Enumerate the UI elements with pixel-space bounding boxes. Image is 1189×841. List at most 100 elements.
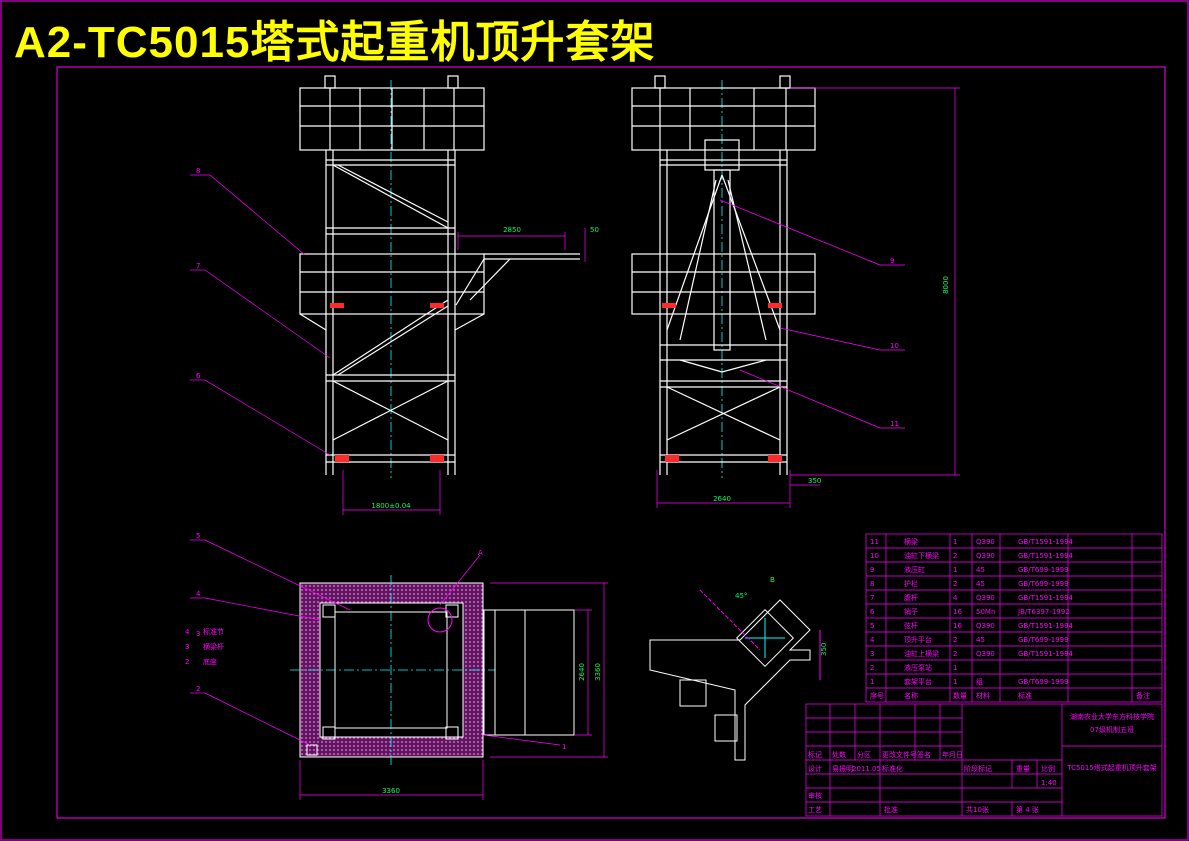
bom-header-cell: 材料 xyxy=(976,691,990,700)
bom-cell: 2 xyxy=(953,650,957,658)
side-view xyxy=(631,75,816,478)
detail-angle: 45° xyxy=(735,592,747,600)
legend-num-a: 4 xyxy=(185,628,190,636)
callout-front-6: 6 xyxy=(196,372,201,380)
bom-cell: GB/T699-1999 xyxy=(1018,580,1069,588)
legend-text-c: 底座 xyxy=(203,657,217,666)
drawing-title: A2-TC5015塔式起重机顶升套架 xyxy=(14,18,656,67)
bom-cell: 液压缸 xyxy=(904,565,925,574)
tb-scale: 1:40 xyxy=(1041,779,1057,787)
tb-date: 2011.05 xyxy=(852,765,881,773)
tb-label-file: 更改文件号 xyxy=(882,750,917,759)
bom-cell: 1 xyxy=(953,664,957,672)
bom-cell: 45 xyxy=(976,566,985,574)
bom-cell: 10 xyxy=(870,552,879,560)
callout-front-7: 7 xyxy=(196,262,200,270)
bom-cell: 3 xyxy=(870,650,874,658)
dim-plan-depth: 3360 xyxy=(594,663,602,681)
bom-cell: 1 xyxy=(953,566,957,574)
callout-plan-3: 3 xyxy=(196,630,200,638)
inner-border xyxy=(56,66,1166,819)
tb-label-count: 处数 xyxy=(832,750,846,759)
bom-cell: 2 xyxy=(953,552,957,560)
title-block-text: 湖南农业大学东方科技学院 07级机制五班 TC5015塔式起重机顶升套架 标记 … xyxy=(808,712,1157,814)
bom-cell: 组 xyxy=(976,677,983,686)
bom-cell: 9 xyxy=(870,566,874,574)
legend-text-b: 横梁杆 xyxy=(203,642,224,651)
bom-cell: 2 xyxy=(953,580,957,588)
bom-cell: Q390 xyxy=(976,538,995,546)
side-leaders xyxy=(719,199,905,429)
bom-cell: 销子 xyxy=(904,607,918,616)
callout-side-9: 9 xyxy=(890,257,894,265)
side-dimensions xyxy=(656,87,960,508)
callout-plan-1: 1 xyxy=(562,743,566,751)
bom-cell: 液压泵站 xyxy=(904,663,932,672)
bom-cell: 套架平台 xyxy=(904,677,932,686)
tb-label-zone: 分区 xyxy=(857,750,871,759)
plan-leaders xyxy=(190,539,561,746)
bom-cell: 顶升平台 xyxy=(904,635,932,644)
front-dimensions xyxy=(342,228,586,515)
title-block xyxy=(805,703,1163,817)
bom-cell: GB/T1591-1994 xyxy=(1018,594,1074,602)
detail-mark-a: A xyxy=(478,549,483,557)
bom-cell: GB/T699-1999 xyxy=(1018,678,1069,686)
bom-cell: 50Mn xyxy=(976,608,995,616)
bom-cell: 7 xyxy=(870,594,874,602)
bom-cell: Q390 xyxy=(976,552,995,560)
bom-cell: GB/T1591-1994 xyxy=(1018,552,1074,560)
dim-front-width: 1800±0.04 xyxy=(371,502,411,510)
bom-cell: 1 xyxy=(870,678,874,686)
tb-standard-label: 标准化 xyxy=(882,764,903,773)
dim-height: 8000 xyxy=(942,276,950,294)
callout-plan-2: 2 xyxy=(196,685,200,693)
tb-school: 湖南农业大学东方科技学院 xyxy=(1070,712,1154,721)
bom-cell: GB/T699-1999 xyxy=(1018,566,1069,574)
callout-side-10: 10 xyxy=(890,342,899,350)
bom-cell: 4 xyxy=(953,594,958,602)
bom-cell: Q390 xyxy=(976,650,995,658)
detail-view xyxy=(649,589,821,761)
bom-cell: 1 xyxy=(953,538,957,546)
tb-approve-label: 批准 xyxy=(884,805,898,814)
bom-cell: GB/T1591-1994 xyxy=(1018,538,1074,546)
detail-dim: 350 xyxy=(820,643,828,656)
bom-cell: GB/T1591-1994 xyxy=(1018,622,1074,630)
bom-cell: 油缸上横梁 xyxy=(904,649,939,658)
dim-small: 50 xyxy=(590,226,599,234)
bom-header-cell: 数量 xyxy=(953,691,967,700)
callout-front-8: 8 xyxy=(196,167,200,175)
plan-view xyxy=(290,575,575,765)
bom-cell: 2 xyxy=(870,664,874,672)
bom-header-cell: 标准 xyxy=(1018,691,1032,700)
dim-plan-width: 3360 xyxy=(382,787,400,795)
tb-scale-label: 比例 xyxy=(1041,764,1055,773)
tb-designer-label: 设计 xyxy=(808,764,822,773)
bom-cell: 4 xyxy=(870,636,875,644)
tb-label-mark: 标记 xyxy=(808,750,822,759)
bom-cell: JB/T6397-1992 xyxy=(1017,608,1070,616)
callout-plan-5: 5 xyxy=(196,532,200,540)
bom-cell: 45 xyxy=(976,636,985,644)
bom-header-cell: 名称 xyxy=(904,691,918,700)
tb-class: 07级机制五班 xyxy=(1090,725,1134,734)
bom-cell: 16 xyxy=(953,622,962,630)
tb-drawing-name: TC5015塔式起重机顶升套架 xyxy=(1066,763,1157,772)
plan-dimensions xyxy=(299,582,608,800)
tb-label-date: 年月日 xyxy=(942,750,963,759)
dim-side-width: 2640 xyxy=(713,495,731,503)
bom-header-cell: 备注 xyxy=(1136,691,1150,700)
tb-sheet-no: 第 4 张 xyxy=(1016,805,1039,814)
bom-cell: Q390 xyxy=(976,594,995,602)
bom-cell: 8 xyxy=(870,580,874,588)
bom-cell: 1 xyxy=(953,678,957,686)
bom-cell: GB/T1591-1994 xyxy=(1018,650,1074,658)
legend-num-b: 3 xyxy=(185,643,189,651)
tb-designer: 易振明 xyxy=(832,764,853,773)
bom-cell: 16 xyxy=(953,608,962,616)
bom-cell: 11 xyxy=(870,538,879,546)
bom-cell: 5 xyxy=(870,622,874,630)
bom-cell: 弦杆 xyxy=(904,621,918,630)
